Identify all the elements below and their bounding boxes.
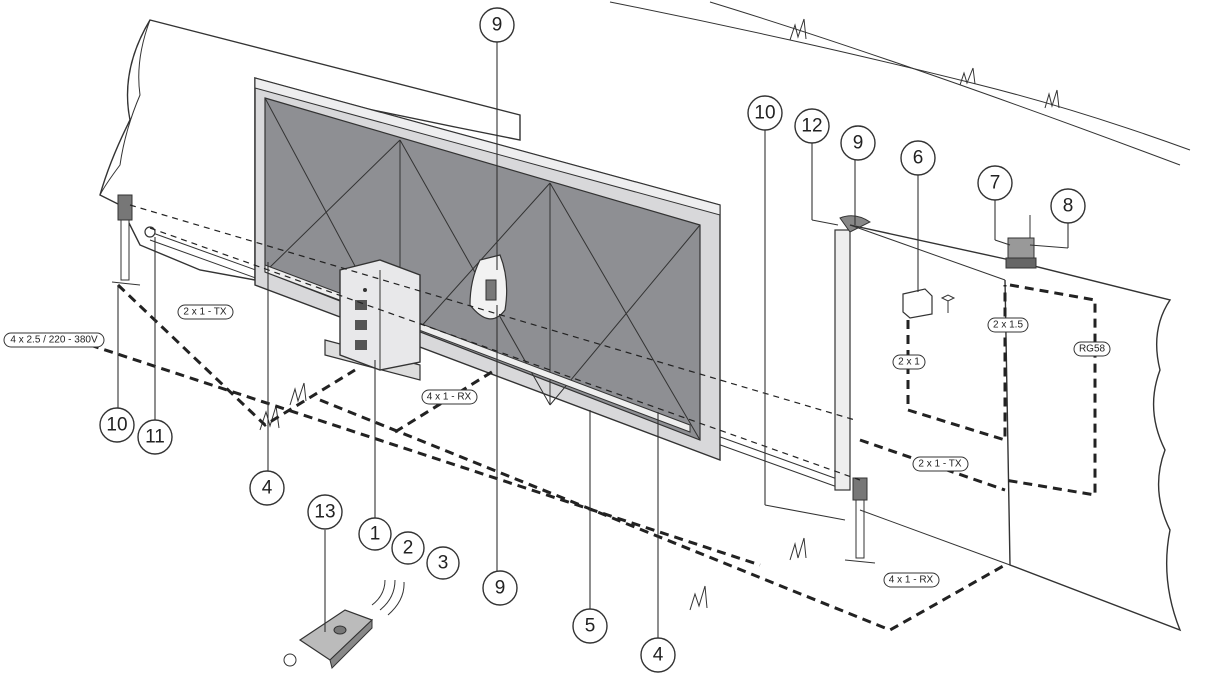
- cable-label-antenna: RG58: [1073, 341, 1111, 357]
- callout-2: 2: [391, 531, 425, 565]
- cable-text-lamp: 2 x 1.5: [993, 320, 1023, 331]
- callout-12-label: 12: [801, 116, 822, 137]
- callout-5: 5: [572, 608, 608, 644]
- callout-4-left: 4: [249, 470, 285, 506]
- right-column: [834, 215, 871, 491]
- callout-9-bottom-label: 9: [495, 578, 506, 599]
- callout-8-label: 8: [1063, 196, 1074, 217]
- grass-tufts: [259, 18, 1060, 611]
- callout-9-top-label: 9: [492, 15, 503, 36]
- cable-text-rx-right: 4 x 1 - RX: [889, 575, 934, 586]
- left-photocell-post: [111, 194, 141, 286]
- cable-label-rx-right: 4 x 1 - RX: [883, 572, 940, 588]
- cable-text-tx-left: 2 x 1 - TX: [183, 307, 226, 318]
- callout-3: 3: [426, 546, 460, 580]
- motor-unit: [324, 259, 421, 381]
- flashing-lamp: [1005, 215, 1037, 269]
- callout-4-right-label: 4: [653, 645, 664, 666]
- callout-8: 8: [1050, 188, 1086, 224]
- callout-13: 13: [307, 494, 343, 530]
- callout-9-right-label: 9: [853, 133, 864, 154]
- callout-10-right-label: 10: [754, 103, 775, 124]
- cable-text-key-switch: 2 x 1: [898, 357, 920, 368]
- cable-text-rx-center: 4 x 1 - RX: [427, 392, 472, 403]
- callout-10-left-label: 10: [106, 415, 127, 436]
- callout-11: 11: [137, 419, 173, 455]
- callout-6-label: 6: [913, 148, 924, 169]
- cable-label-tx-left: 2 x 1 - TX: [177, 304, 234, 320]
- cable-label-lamp: 2 x 1.5: [987, 317, 1029, 333]
- callout-10-right: 10: [747, 95, 783, 131]
- callout-11-label: 11: [145, 427, 165, 448]
- leader-lines: [117, 42, 1069, 640]
- callout-4-right: 4: [640, 637, 676, 673]
- callout-13-label: 13: [314, 502, 335, 523]
- terrain-line: [609, 1, 1191, 151]
- cable-text-tx-right: 2 x 1 - TX: [918, 459, 961, 470]
- callout-4-left-label: 4: [262, 478, 273, 499]
- callout-7-label: 7: [990, 173, 1001, 194]
- callout-7: 7: [977, 165, 1013, 201]
- callout-10-left: 10: [99, 407, 135, 443]
- callout-3-label: 3: [438, 553, 449, 574]
- photocell-beam-upper: [129, 204, 856, 421]
- right-wall: [849, 224, 1182, 632]
- callout-9-top: 9: [479, 7, 515, 43]
- callout-12: 12: [794, 108, 830, 144]
- callout-5-label: 5: [585, 616, 596, 637]
- callout-1-label: 1: [370, 524, 381, 545]
- callout-6: 6: [900, 140, 936, 176]
- callout-9-right: 9: [840, 125, 876, 161]
- callout-1: 1: [358, 517, 392, 551]
- cable-text-power: 4 x 2.5 / 220 - 380V: [10, 335, 98, 346]
- remote-control: [283, 579, 405, 669]
- cable-label-power: 4 x 2.5 / 220 - 380V: [3, 332, 105, 348]
- gate-photocell: [469, 254, 508, 320]
- terrain-line-2: [709, 1, 1181, 166]
- cable-label-rx-center: 4 x 1 - RX: [421, 389, 478, 405]
- cable-label-tx-right: 2 x 1 - TX: [912, 456, 969, 472]
- callout-9-bottom: 9: [482, 570, 518, 606]
- callout-2-label: 2: [403, 538, 414, 559]
- right-photocell-post: [844, 477, 876, 564]
- cable-text-antenna: RG58: [1079, 344, 1106, 355]
- key-switch: [902, 288, 956, 319]
- cable-label-key-switch: 2 x 1: [892, 354, 926, 370]
